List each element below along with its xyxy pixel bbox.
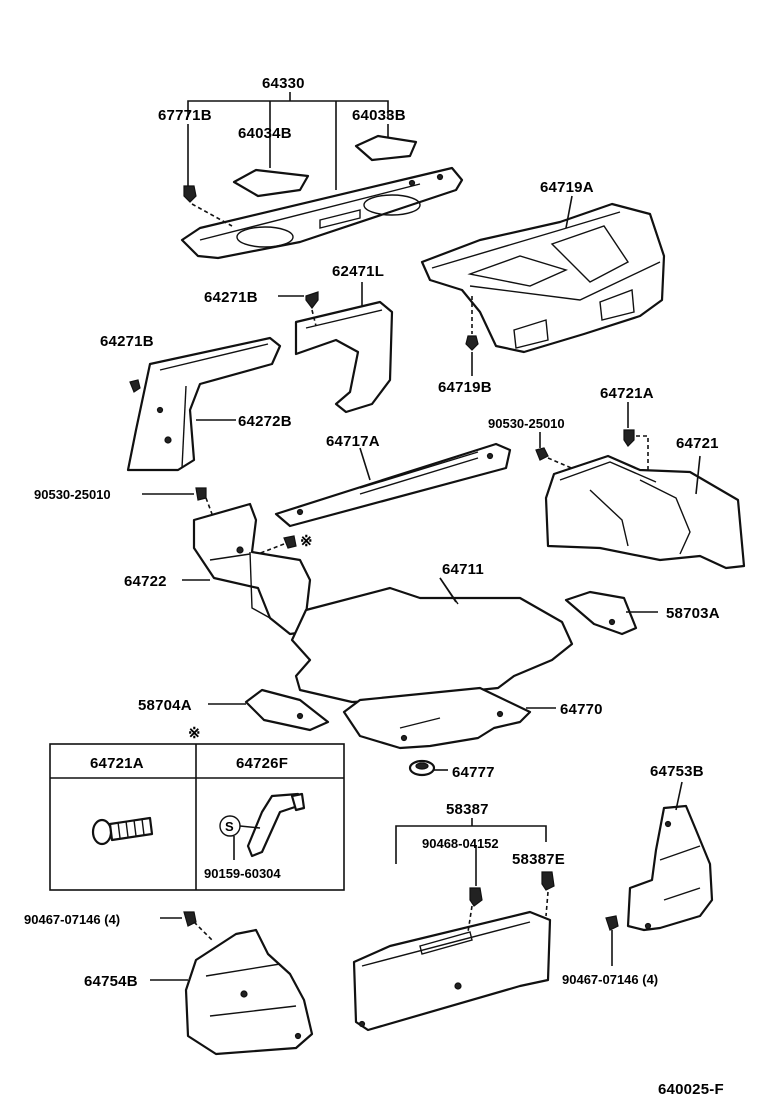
label-64034B: 64034B <box>238 125 292 142</box>
label-64033B: 64033B <box>352 107 406 124</box>
label-64271B-top: 64271B <box>204 289 258 306</box>
package-tray-trim <box>180 166 464 260</box>
label-64719B: 64719B <box>438 379 492 396</box>
hole-plug-64777 <box>408 759 448 777</box>
label-64777: 64777 <box>452 764 495 781</box>
label-90467-left: 90467-07146 (4) <box>24 912 120 927</box>
label-67771B: 67771B <box>158 107 212 124</box>
label-64330: 64330 <box>262 75 305 92</box>
clip-64719B <box>465 296 479 376</box>
pad-58704A <box>208 688 330 732</box>
figure-code: 640025-F <box>658 1081 724 1098</box>
label-mark-note: ※ <box>300 533 313 550</box>
inset-fastener-box <box>49 743 345 891</box>
cover-64033B <box>354 124 418 162</box>
inset-header-64726F: 64726F <box>236 755 288 772</box>
pad-58703A <box>564 590 658 636</box>
label-layer: 64330 67771B 64034B 64033B 64719A 62471L… <box>24 75 724 1098</box>
inset-screw-icon <box>91 816 154 846</box>
bracket-64330 <box>187 92 389 190</box>
label-62471L: 62471L <box>332 263 384 280</box>
label-64770: 64770 <box>560 701 603 718</box>
label-58703A: 58703A <box>666 605 720 622</box>
inset-label-90159: 90159-60304 <box>204 866 281 881</box>
trunk-side-trim-64721 <box>544 454 746 570</box>
label-64272B: 64272B <box>238 413 292 430</box>
panel-trim-64719A <box>420 195 666 354</box>
side-trim-62471L <box>278 282 394 414</box>
clip-90530-left <box>142 487 213 515</box>
label-90468: 90468-04152 <box>422 836 499 851</box>
clip-67771B <box>183 124 233 227</box>
inset-bracket-icon <box>219 792 306 860</box>
label-64754B: 64754B <box>84 973 138 990</box>
cover-64034B <box>232 140 310 198</box>
side-trim-64272B <box>126 336 282 472</box>
label-64722: 64722 <box>124 573 167 590</box>
label-90467-right: 90467-07146 (4) <box>562 972 658 987</box>
fastener-right-group <box>535 402 649 500</box>
floor-board-64770 <box>342 686 556 750</box>
bracket-58387 <box>395 818 547 886</box>
label-64753B: 64753B <box>650 763 704 780</box>
scuff-plate-58387 <box>352 871 555 1032</box>
label-64721A: 64721A <box>600 385 654 402</box>
label-58387E: 58387E <box>512 851 565 868</box>
label-64717A: 64717A <box>326 433 380 450</box>
screw-90467-left <box>160 911 213 941</box>
label-64711: 64711 <box>442 561 484 578</box>
cover-64754B <box>150 928 314 1056</box>
label-58387: 58387 <box>446 801 489 818</box>
label-64719A: 64719A <box>540 179 594 196</box>
inset-header-64721A: 64721A <box>90 755 144 772</box>
inset-mark: ※ <box>188 725 201 742</box>
label-90530-left: 90530-25010 <box>34 487 111 502</box>
inset-s-mark: S <box>225 819 234 834</box>
trim-bar-64717A <box>274 442 512 528</box>
cover-64753B <box>626 781 714 932</box>
label-64721: 64721 <box>676 435 719 452</box>
screw-90467-right <box>605 915 619 966</box>
label-90530-right: 90530-25010 <box>488 416 565 431</box>
floor-mat-64711 <box>290 577 574 704</box>
label-58704A: 58704A <box>138 697 192 714</box>
label-64271B-left: 64271B <box>100 333 154 350</box>
